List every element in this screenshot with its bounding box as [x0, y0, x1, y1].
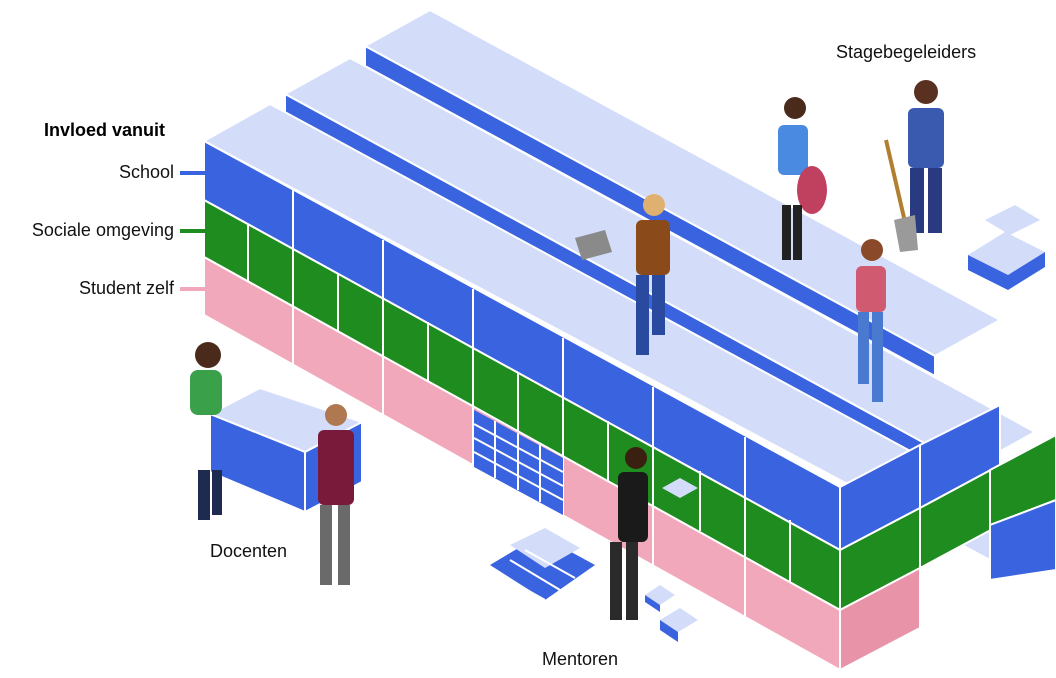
person-docent-1 — [190, 342, 222, 520]
legend-swatch-student — [180, 286, 206, 291]
legend-title: Invloed vanuit — [44, 120, 166, 140]
brick-pile-right — [968, 205, 1045, 290]
person-student-music — [856, 239, 886, 402]
person-stagebegeleider-2 — [884, 80, 944, 252]
legend-item-label: Student zelf — [78, 278, 174, 298]
person-mentor — [610, 447, 698, 620]
legend-item-label: Sociale omgeving — [31, 220, 174, 240]
person-student-jumping — [575, 194, 670, 355]
legend-item-student-zelf: Student zelf — [79, 278, 206, 299]
person-stagebegeleider-1 — [778, 97, 827, 260]
label-mentoren: Mentoren — [542, 649, 619, 669]
loose-bricks — [645, 585, 698, 642]
person-docent-2 — [318, 404, 354, 585]
label-stagebegeleiders: Stagebegeleiders — [836, 42, 977, 62]
legend-item-school: School — [119, 162, 206, 183]
legend-item-label: School — [118, 162, 174, 182]
label-docenten: Docenten — [210, 541, 288, 561]
wall-end — [839, 403, 1056, 672]
legend-item-sociale-omgeving: Sociale omgeving — [32, 220, 206, 241]
brick-pile-left — [490, 528, 595, 601]
brick-lattice — [473, 410, 564, 515]
legend-swatch-sociale — [180, 228, 206, 233]
legend-swatch-school — [180, 170, 206, 175]
